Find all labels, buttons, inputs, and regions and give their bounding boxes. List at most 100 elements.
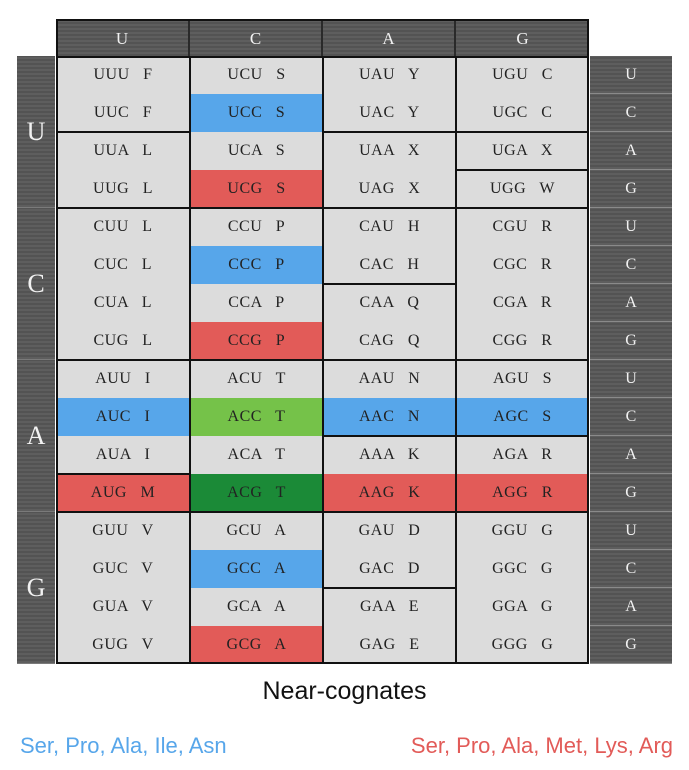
codon-cell-aag: AAG K	[323, 474, 456, 512]
third-base-label-a: A	[590, 588, 672, 626]
codon-cell-uac: UAC Y	[323, 94, 456, 132]
third-base-label-c: C	[590, 246, 672, 284]
column-header-a: A	[323, 20, 456, 58]
block-divider	[456, 359, 587, 361]
block-divider	[58, 511, 190, 513]
third-base-label-a: A	[590, 132, 672, 170]
codon-cell-cca: CCA P	[190, 284, 323, 322]
block-divider	[323, 435, 456, 437]
block-divider	[323, 511, 456, 513]
block-divider	[456, 169, 587, 171]
block-divider	[58, 359, 190, 361]
column-header-c: C	[190, 20, 323, 58]
codon-cell-auu: AUU I	[58, 360, 190, 398]
third-base-label-g: G	[590, 626, 672, 664]
caption: Near-cognates	[262, 677, 427, 705]
third-base-label-g: G	[590, 322, 672, 360]
codon-cell-guc: GUC V	[58, 550, 190, 588]
codon-cell-cgc: CGC R	[456, 246, 587, 284]
codon-cell-aaa: AAA K	[323, 436, 456, 474]
codon-cell-cuu: CUU L	[58, 208, 190, 246]
third-base-label-g: G	[590, 474, 672, 512]
codon-cell-ucc: UCC S	[190, 94, 323, 132]
block-divider	[190, 207, 323, 209]
legend-blue: Ser, Pro, Ala, Ile, Asn	[20, 733, 227, 758]
codon-cell-ugc: UGC C	[456, 94, 587, 132]
codon-cell-gcc: GCC A	[190, 550, 323, 588]
third-base-label-u: U	[590, 56, 672, 94]
codon-cell-ucg: UCG S	[190, 170, 323, 208]
codon-cell-agu: AGU S	[456, 360, 587, 398]
third-base-label-c: C	[590, 550, 672, 588]
codon-cell-gag: GAG E	[323, 626, 456, 662]
block-divider	[456, 435, 587, 437]
codon-cell-cag: CAG Q	[323, 322, 456, 360]
codon-cell-gaa: GAA E	[323, 588, 456, 626]
codon-cell-ucu: UCU S	[190, 58, 323, 94]
third-base-label-g: G	[590, 170, 672, 208]
block-divider	[323, 359, 456, 361]
third-base-label-a: A	[590, 436, 672, 474]
codon-cell-uug: UUG L	[58, 170, 190, 208]
codon-cell-agg: AGG R	[456, 474, 587, 512]
codon-cell-ccc: CCC P	[190, 246, 323, 284]
codon-cell-aga: AGA R	[456, 436, 587, 474]
codon-cell-cgu: CGU R	[456, 208, 587, 246]
block-divider	[58, 131, 190, 133]
first-base-header-g: G	[17, 512, 55, 664]
codon-cell-cua: CUA L	[58, 284, 190, 322]
codon-cell-cga: CGA R	[456, 284, 587, 322]
codon-cell-uau: UAU Y	[323, 58, 456, 94]
codon-cell-gac: GAC D	[323, 550, 456, 588]
codon-cell-uca: UCA S	[190, 132, 323, 170]
codon-cell-aac: AAC N	[323, 398, 456, 436]
codon-cell-uga: UGA X	[456, 132, 587, 170]
block-divider	[190, 511, 323, 513]
codon-cell-acg: ACG T	[190, 474, 323, 512]
codon-cell-uag: UAG X	[323, 170, 456, 208]
codon-cell-ccu: CCU P	[190, 208, 323, 246]
codon-cell-acu: ACU T	[190, 360, 323, 398]
codon-cell-ugu: UGU C	[456, 58, 587, 94]
codon-cell-caa: CAA Q	[323, 284, 456, 322]
codon-cell-acc: ACC T	[190, 398, 323, 436]
codon-cell-gcu: GCU A	[190, 512, 323, 550]
codon-cell-aau: AAU N	[323, 360, 456, 398]
block-divider	[323, 131, 456, 133]
codon-cell-uuc: UUC F	[58, 94, 190, 132]
first-base-header-a: A	[17, 360, 55, 512]
codon-cell-cug: CUG L	[58, 322, 190, 360]
codon-cell-ccg: CCG P	[190, 322, 323, 360]
third-base-label-u: U	[590, 360, 672, 398]
codon-cell-ggg: GGG G	[456, 626, 587, 662]
legend-red: Ser, Pro, Ala, Met, Lys, Arg	[410, 733, 673, 758]
codon-cell-cac: CAC H	[323, 246, 456, 284]
codon-cell-aca: ACA T	[190, 436, 323, 474]
codon-cell-agc: AGC S	[456, 398, 587, 436]
codon-cell-uaa: UAA X	[323, 132, 456, 170]
block-divider	[456, 131, 587, 133]
codon-cell-ggc: GGC G	[456, 550, 587, 588]
block-divider	[323, 587, 456, 589]
codon-cell-gua: GUA V	[58, 588, 190, 626]
codon-cell-ugg: UGG W	[456, 170, 587, 208]
block-divider	[456, 207, 587, 209]
third-base-label-c: C	[590, 94, 672, 132]
first-base-header-c: C	[17, 208, 55, 360]
codon-cell-cgg: CGG R	[456, 322, 587, 360]
codon-cell-gcg: GCG A	[190, 626, 323, 662]
codon-cell-gca: GCA A	[190, 588, 323, 626]
codon-cell-uua: UUA L	[58, 132, 190, 170]
third-base-label-a: A	[590, 284, 672, 322]
block-divider	[58, 207, 190, 209]
codon-cell-aua: AUA I	[58, 436, 190, 474]
codon-cell-guu: GUU V	[58, 512, 190, 550]
codon-cell-gau: GAU D	[323, 512, 456, 550]
block-divider	[323, 207, 456, 209]
codon-cell-gug: GUG V	[58, 626, 190, 662]
third-base-label-c: C	[590, 398, 672, 436]
block-divider	[456, 511, 587, 513]
codon-cell-ggu: GGU G	[456, 512, 587, 550]
block-divider	[58, 473, 190, 475]
